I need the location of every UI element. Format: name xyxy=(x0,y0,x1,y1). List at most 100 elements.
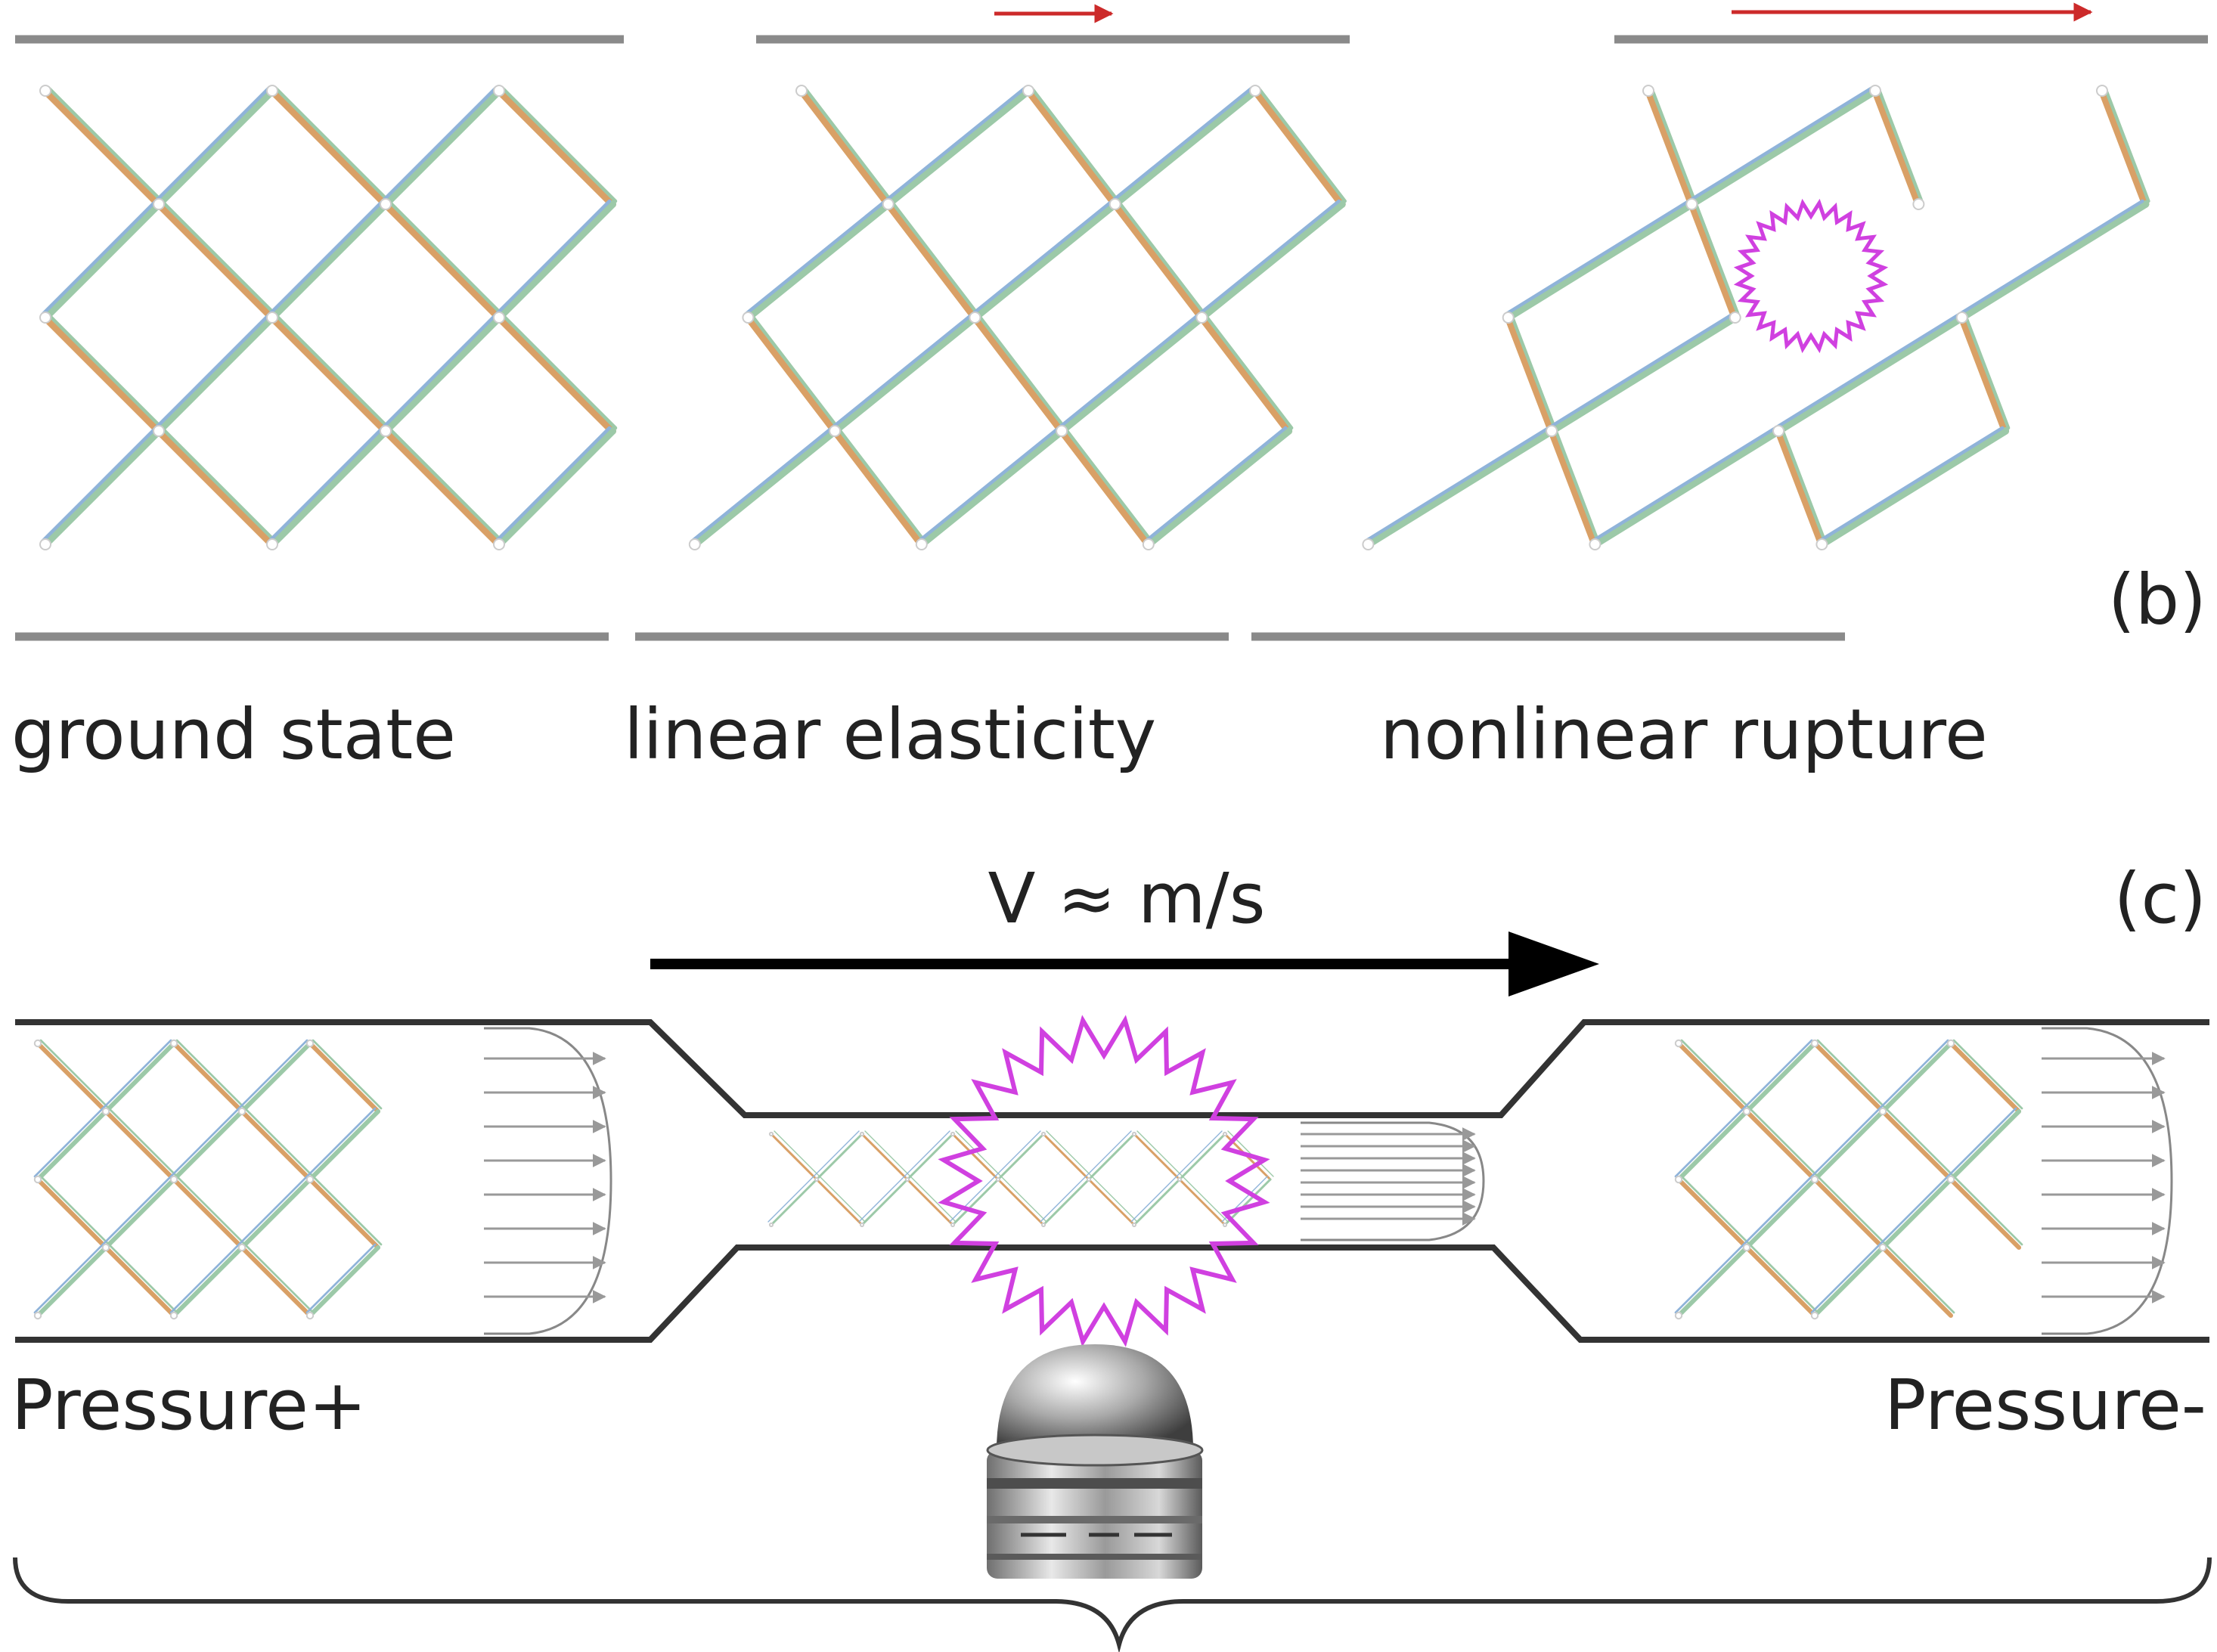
crosslink-node xyxy=(1642,85,1654,97)
fiber-rod xyxy=(802,85,893,203)
crosslink-node xyxy=(882,198,895,210)
crosslink-node xyxy=(1589,538,1602,550)
fiber-rod xyxy=(268,87,389,208)
fiber-rod xyxy=(1952,1175,2023,1246)
fiber-rod xyxy=(744,314,839,435)
fiber-rod xyxy=(770,1178,818,1226)
fiber-rod xyxy=(1110,85,1254,203)
fiber-rod xyxy=(104,1109,176,1182)
fiber-rod xyxy=(1884,1107,1955,1178)
fiber-rod xyxy=(155,314,276,435)
fiber-rod xyxy=(42,314,163,435)
crosslink-node xyxy=(1810,1039,1819,1048)
crosslink-node xyxy=(768,1222,774,1228)
fiber-rod xyxy=(951,1133,1000,1181)
fiber-rod xyxy=(495,427,616,548)
fiber-rod xyxy=(1744,1245,1817,1318)
fiber-rod xyxy=(1946,1107,2017,1178)
outlet-fiber-network xyxy=(1674,1039,2023,1320)
fiber-rod xyxy=(1116,199,1207,317)
fiber-rod xyxy=(39,1175,110,1246)
fiber-rod xyxy=(904,1130,950,1177)
stage-ground-state xyxy=(15,35,624,641)
fiber-rod xyxy=(1223,1178,1272,1226)
crosslink-node xyxy=(305,1175,315,1184)
crosslink-node xyxy=(39,311,51,324)
crosslink-node xyxy=(1674,1175,1683,1184)
fiber-rod xyxy=(829,312,974,430)
fiber-rod xyxy=(864,1130,911,1177)
fiber-rod xyxy=(172,1041,244,1114)
fiber-rod xyxy=(1881,1177,1953,1250)
fiber-rod xyxy=(884,200,979,321)
crosslink-node xyxy=(39,538,51,550)
fiber-rod xyxy=(273,85,391,203)
fiber-rod xyxy=(1509,312,1557,430)
fiber-rod xyxy=(831,427,926,548)
microscope-objective-icon xyxy=(986,1344,1204,1579)
fiber-rod xyxy=(1876,85,1924,203)
fiber-rod xyxy=(1203,312,1294,430)
fiber-rod xyxy=(1674,1243,1745,1314)
fiber-rod xyxy=(273,312,391,430)
fiber-rod xyxy=(1136,1130,1183,1177)
fiber-rod xyxy=(774,1130,820,1177)
fiber-rod xyxy=(1133,1133,1181,1181)
fiber-rod xyxy=(860,1133,909,1181)
panel-b-tag: (b) xyxy=(2108,559,2206,640)
fiber-rod xyxy=(1364,427,1556,548)
fiber-rod xyxy=(994,1130,1041,1177)
crosslink-node xyxy=(2096,85,2108,97)
crosslink-node xyxy=(1131,1131,1137,1137)
fiber-rod xyxy=(33,1243,104,1314)
fiber-rod xyxy=(1958,200,2150,321)
fiber-rod xyxy=(1958,314,2010,435)
fiber-rod xyxy=(997,1178,1045,1226)
fiber-rod xyxy=(382,314,503,435)
fiber-rod xyxy=(1810,1243,1881,1314)
fiber-rod xyxy=(798,87,892,208)
fiber-rod xyxy=(690,427,839,548)
fiber-rod xyxy=(970,199,1114,317)
fiber-rod xyxy=(889,199,980,317)
fiber-rod xyxy=(1590,426,1778,544)
fiber-rod xyxy=(175,1039,247,1110)
fiber-rod xyxy=(36,1041,108,1114)
fiber-rod xyxy=(917,427,1066,548)
constriction-channel xyxy=(15,1019,2209,1343)
crosslink-node xyxy=(1742,1107,1751,1116)
fiber-rod xyxy=(1775,427,1826,548)
fiber-rod xyxy=(33,1107,104,1178)
fiber-rod xyxy=(386,199,504,317)
flow-direction-arrow xyxy=(650,931,1599,996)
crosslink-node xyxy=(1946,1039,1955,1048)
fiber-rod xyxy=(1087,1178,1136,1226)
fiber-rod xyxy=(312,1039,383,1110)
fiber-rod xyxy=(1176,1130,1223,1177)
fiber-rod xyxy=(1058,427,1152,548)
fiber-rod xyxy=(308,1245,380,1318)
fiber-rod xyxy=(267,426,385,544)
crosslink-node xyxy=(1108,198,1121,210)
fiber-rod xyxy=(243,1107,315,1178)
crosslink-node xyxy=(1878,1243,1887,1252)
fiber-rod xyxy=(312,1175,383,1246)
fiber-rod xyxy=(749,312,840,430)
crosslink-node xyxy=(795,85,808,97)
fiber-rod xyxy=(155,87,276,208)
fiber-rod xyxy=(1548,427,1599,548)
crosslink-node xyxy=(1912,198,1925,210)
fiber-rod xyxy=(1878,1039,1949,1110)
fiber-rod xyxy=(155,200,276,321)
fiber-rod xyxy=(1744,1177,1817,1250)
fiber-rod xyxy=(1040,1176,1087,1223)
fiber-rod xyxy=(305,1107,377,1178)
fiber-rod xyxy=(107,1243,178,1314)
crosslink-node xyxy=(1040,1222,1046,1228)
crosslink-node xyxy=(915,538,928,550)
fiber-rod xyxy=(1744,1109,1817,1182)
fiber-rod xyxy=(1178,1133,1226,1181)
fiber-rod xyxy=(1198,314,1293,435)
fiber-rod xyxy=(951,1178,1000,1226)
fiber-rod xyxy=(1062,426,1154,544)
